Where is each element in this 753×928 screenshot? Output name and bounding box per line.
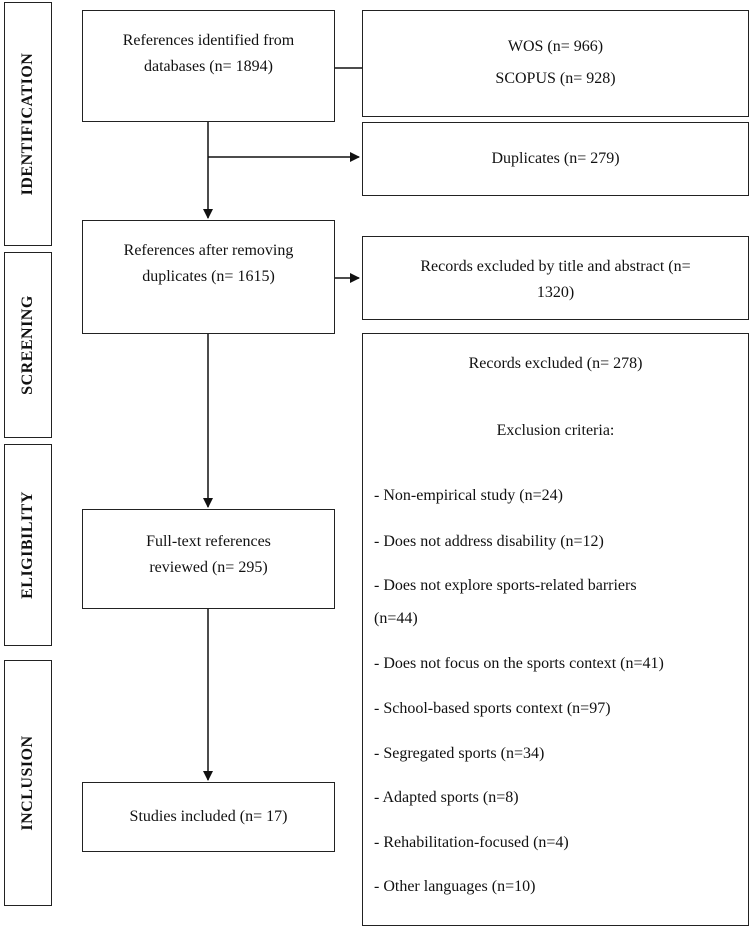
stage-eligibility: ELIGIBILITY xyxy=(4,444,52,646)
identified-line1: References identified from xyxy=(122,32,295,49)
stage-inclusion-label: INCLUSION xyxy=(19,735,36,831)
fulltext-box: Full-text references reviewed (n= 295) xyxy=(82,509,335,609)
after-duplicates-line1: References after removing xyxy=(123,242,294,259)
exclusion-box: Records excluded (n= 278) Exclusion crit… xyxy=(362,333,749,926)
databases-box: WOS (n= 966) SCOPUS (n= 928) xyxy=(362,10,749,117)
included-text: Studies included (n= 17) xyxy=(129,808,288,825)
stage-identification-label: IDENTIFICATION xyxy=(19,52,36,196)
criterion-7: - Adapted sports (n=8) xyxy=(374,789,519,806)
title-excluded-box: Records excluded by title and abstract (… xyxy=(362,236,749,320)
criterion-3: - Does not explore sports-related barrie… xyxy=(374,577,637,594)
after-duplicates-line2: duplicates (n= 1615) xyxy=(142,268,275,285)
exclusion-criteria-title: Exclusion criteria: xyxy=(496,422,615,439)
stage-screening-label: SCREENING xyxy=(19,295,36,395)
criterion-8: - Rehabilitation-focused (n=4) xyxy=(374,834,569,851)
scopus-count: SCOPUS (n= 928) xyxy=(495,70,616,87)
criterion-3-count: (n=44) xyxy=(374,610,418,627)
criterion-1: - Non-empirical study (n=24) xyxy=(374,487,563,504)
identified-box: References identified from databases (n=… xyxy=(82,10,335,122)
stage-eligibility-label: ELIGIBILITY xyxy=(19,491,36,599)
wos-count: WOS (n= 966) xyxy=(507,38,604,55)
title-excluded-line1: Records excluded by title and abstract (… xyxy=(420,258,691,275)
criterion-9: - Other languages (n=10) xyxy=(374,878,536,895)
stage-identification: IDENTIFICATION xyxy=(4,2,52,246)
fulltext-line1: Full-text references xyxy=(146,533,271,550)
criterion-4: - Does not focus on the sports context (… xyxy=(374,655,664,672)
records-excluded-text: Records excluded (n= 278) xyxy=(468,355,643,372)
stage-inclusion: INCLUSION xyxy=(4,660,52,906)
duplicates-text: Duplicates (n= 279) xyxy=(491,150,620,167)
stage-screening: SCREENING xyxy=(4,252,52,438)
title-excluded-line2: 1320) xyxy=(536,284,575,301)
included-box: Studies included (n= 17) xyxy=(82,782,335,852)
fulltext-line2: reviewed (n= 295) xyxy=(149,559,268,576)
criterion-2: - Does not address disability (n=12) xyxy=(374,533,604,550)
criterion-5: - School-based sports context (n=97) xyxy=(374,700,611,717)
identified-line2: databases (n= 1894) xyxy=(144,58,273,75)
after-duplicates-box: References after removing duplicates (n=… xyxy=(82,220,335,334)
criterion-6: - Segregated sports (n=34) xyxy=(374,745,545,762)
duplicates-box: Duplicates (n= 279) xyxy=(362,122,749,196)
